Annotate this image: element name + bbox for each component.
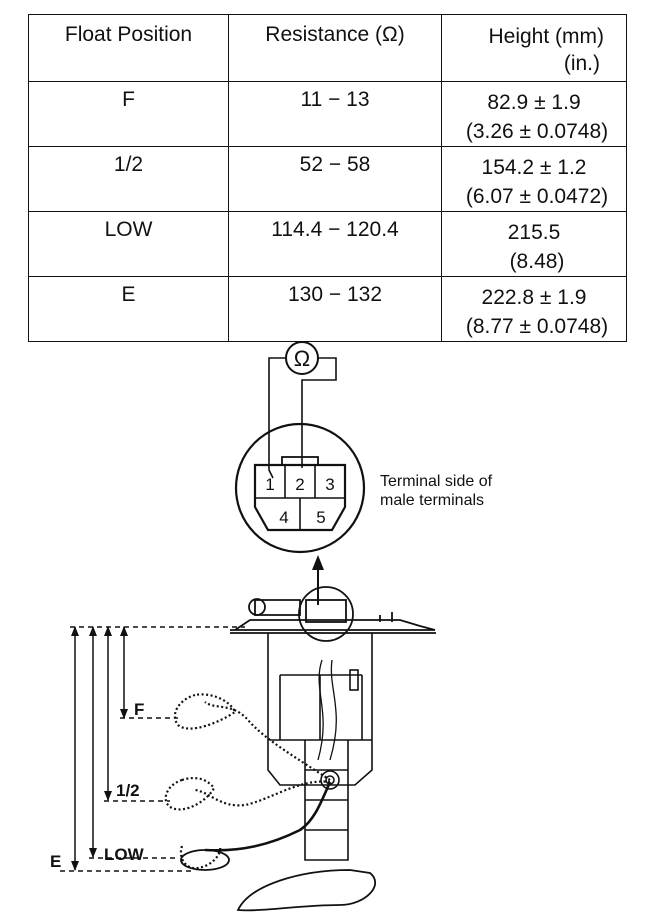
cell-height-mm: 82.9 ± 1.9 (487, 91, 581, 114)
pump-body (267, 633, 373, 861)
pump-flange (230, 586, 436, 642)
header-resistance: Resistance (Ω) (228, 14, 442, 82)
cell-height: 222.8 ± 1.9 (8.77 ± 0.0748) (441, 276, 627, 342)
cell-height: 215.5 (8.48) (441, 211, 627, 277)
cell-height: 154.2 ± 1.2 (6.07 ± 0.0472) (441, 146, 627, 212)
cell-height-in: (6.07 ± 0.0472) (465, 185, 609, 208)
table-row: E 130 − 132 222.8 ± 1.9 (8.77 ± 0.0748) (28, 276, 627, 342)
float-e (180, 849, 230, 871)
float-positions (164, 693, 331, 870)
fuel-gauge-sender-diagram: Ω 1 2 3 4 5 Terminal side of male termin… (50, 341, 493, 912)
cell-resistance: 52 − 58 (228, 146, 442, 212)
float-resistance-table: Float Position Resistance (Ω) Height (mm… (28, 14, 627, 342)
cell-position: 1/2 (28, 146, 229, 212)
level-label-f: F (134, 700, 144, 719)
cell-position: E (28, 276, 229, 342)
header-float-position: Float Position (28, 14, 229, 82)
table-row: F 11 − 13 82.9 ± 1.9 (3.26 ± 0.0748) (28, 81, 627, 147)
cell-height-mm: 154.2 ± 1.2 (481, 156, 587, 179)
level-label-low: LOW (104, 845, 145, 864)
callout-line-1: Terminal side of (380, 473, 493, 490)
terminal-4-label: 4 (279, 508, 288, 527)
cell-position: F (28, 81, 229, 147)
strainer (236, 869, 377, 912)
cell-height-mm: 222.8 ± 1.9 (481, 286, 587, 309)
cell-height-in: (3.26 ± 0.0748) (465, 120, 609, 143)
table-row: LOW 114.4 − 120.4 215.5 (8.48) (28, 211, 627, 277)
level-label-half: 1/2 (116, 781, 140, 800)
connector-magnifier (234, 422, 366, 554)
table-row: 1/2 52 − 58 154.2 ± 1.2 (6.07 ± 0.0472) (28, 146, 627, 212)
cell-resistance: 114.4 − 120.4 (228, 211, 442, 277)
cell-height-in: (8.48) (509, 250, 565, 273)
cell-position: LOW (28, 211, 229, 277)
callout-line-2: male terminals (380, 492, 484, 509)
ohmmeter-symbol: Ω (294, 346, 310, 371)
terminal-3-label: 3 (325, 475, 334, 494)
cell-resistance: 11 − 13 (228, 81, 442, 147)
terminal-5-label: 5 (316, 508, 325, 527)
float-arm (204, 781, 332, 852)
terminal-2-label: 2 (295, 475, 304, 494)
cell-height: 82.9 ± 1.9 (3.26 ± 0.0748) (441, 81, 627, 147)
height-dimension-lines (60, 626, 245, 872)
pointer-arrow (312, 555, 324, 605)
table-header-row: Float Position Resistance (Ω) Height (mm… (28, 14, 627, 82)
cell-height-mm: 215.5 (507, 221, 561, 244)
level-label-e: E (50, 852, 61, 871)
terminal-1-label: 1 (265, 475, 274, 494)
cell-height-in: (8.77 ± 0.0748) (465, 315, 609, 338)
cell-resistance: 130 − 132 (228, 276, 442, 342)
header-height: Height (mm) (in.) (441, 14, 627, 82)
header-height-mm: Height (mm) (488, 25, 604, 48)
ohmmeter-icon: Ω (268, 341, 337, 479)
header-height-in: (in.) (563, 52, 600, 75)
